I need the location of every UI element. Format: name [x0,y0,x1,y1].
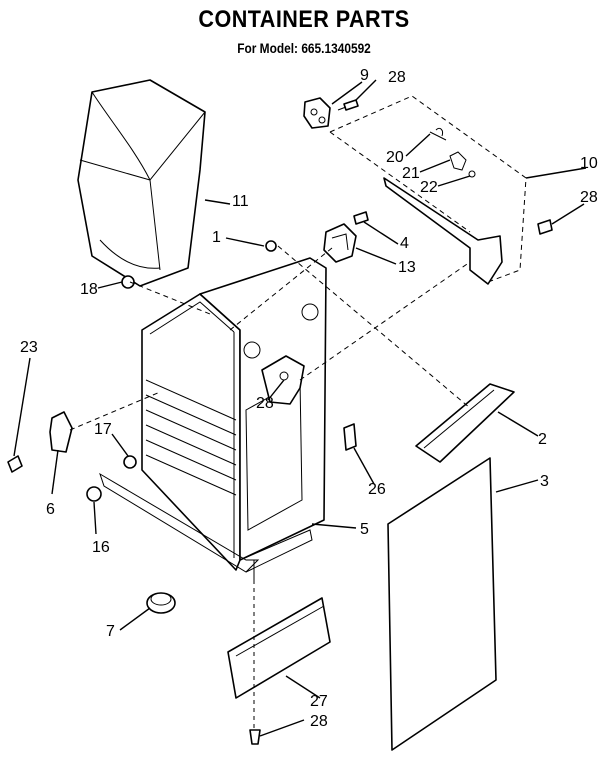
callout-28-bottom: 28 [310,713,328,730]
callout-21: 21 [402,165,420,182]
part-1-screw [265,240,277,252]
callout-2: 2 [538,431,547,448]
callout-17: 17 [94,421,112,438]
callout-11: 11 [232,193,249,210]
part-17-screw [123,455,137,469]
part-16-foot [86,486,102,502]
callout-22: 22 [420,179,438,196]
part-18-bumper [121,275,135,289]
callout-28-top: 28 [388,69,406,86]
part-26-clip [343,423,357,451]
part-6-hinge [49,411,73,453]
part-5-container-frame [99,257,327,580]
part-28-screw-bottom [249,580,261,745]
part-4-screw [353,211,369,225]
callout-7: 7 [106,623,115,640]
part-7-caster [146,592,176,614]
callout-4: 4 [400,235,409,252]
callout-13: 13 [398,259,416,276]
part-27-handle [227,597,331,699]
callout-18: 18 [80,281,98,298]
part-28-screw-top [337,99,359,111]
part-2-rail [415,383,515,463]
part-10-panel [329,95,527,285]
part-3-panel [387,457,497,751]
callout-23: 23 [20,339,38,356]
callout-27: 27 [310,693,328,710]
callout-10: 10 [580,155,598,172]
callout-3: 3 [540,473,549,490]
callout-9: 9 [360,67,369,84]
callout-5: 5 [360,521,369,538]
model-subtitle: For Model: 665.1340592 [237,40,371,56]
callout-1: 1 [212,229,221,246]
page-title: CONTAINER PARTS [198,6,410,33]
callout-26: 26 [368,481,386,498]
part-9-bracket [303,97,331,129]
callout-16: 16 [92,539,110,556]
part-13-latch [323,223,357,263]
callout-28-right: 28 [580,189,598,206]
part-11-bag [77,79,206,287]
callout-28-knob: 28 [256,395,274,412]
part-28-knob [261,355,305,405]
part-28-screw-right [537,219,553,235]
callout-6: 6 [46,501,55,518]
callout-20: 20 [386,149,404,166]
part-23-screw [7,455,23,473]
